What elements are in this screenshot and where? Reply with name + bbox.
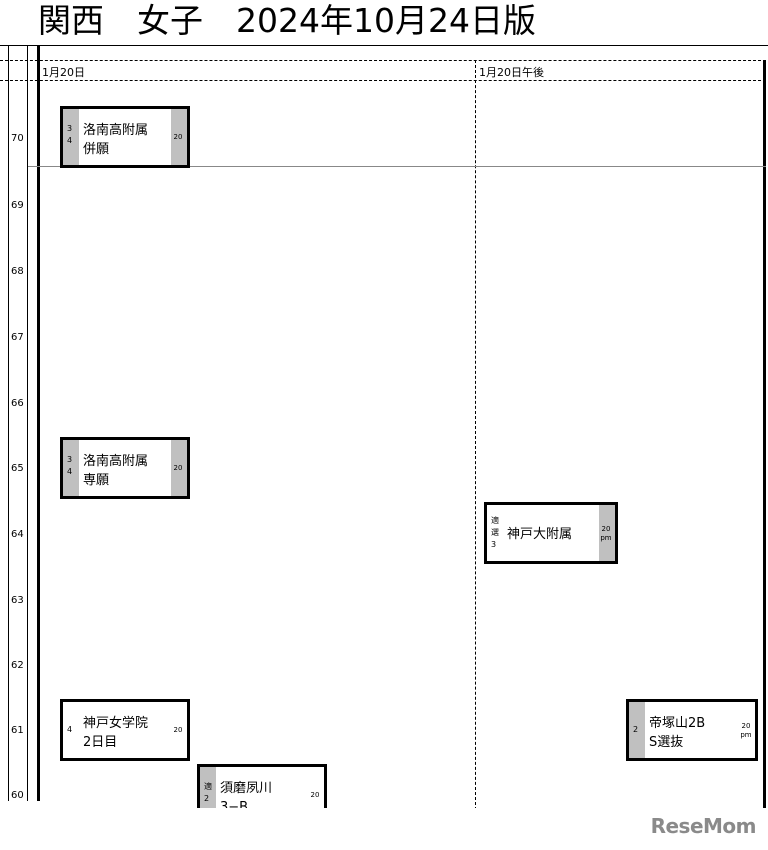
column-label-afternoon: 1月20日午後 (479, 66, 544, 79)
right-code-bar (171, 440, 187, 496)
school-name: 神戸大附属 (507, 527, 573, 542)
axis-tick: 65 (11, 463, 24, 474)
axis-tick: 66 (11, 398, 24, 409)
column-divider (475, 60, 476, 810)
bottom-margin (0, 808, 768, 850)
axis-tick: 69 (11, 200, 24, 211)
left-code-bar (629, 702, 645, 758)
chart-right-border (763, 60, 766, 810)
right-code-bar (599, 505, 615, 561)
left-code: 4 (67, 725, 73, 734)
right-code: 20 pm (600, 525, 612, 542)
right-code: 20 (173, 133, 183, 141)
header-rule (0, 45, 768, 46)
axis-tick: 61 (11, 725, 24, 736)
school-name: 帝塚山2B S選抜 (649, 716, 706, 750)
school-name: 洛南高附属 専願 (83, 454, 149, 488)
school-box-rakunan-heigan[interactable]: 3 4 洛南高附属 併願 20 (60, 106, 190, 168)
right-code: 20 (310, 791, 320, 799)
left-code: 3 4 (67, 124, 73, 145)
school-box-kobe-jogakuin[interactable]: 4 神戸女学院 2日目 20 (60, 699, 190, 761)
axis-tick: 60 (11, 790, 24, 801)
page-title: 関西 女子 2024年10月24日版 (38, 1, 536, 40)
resemom-logo: ReseMom (650, 814, 757, 838)
chart-left-border (37, 46, 40, 801)
axis-tick: 62 (11, 660, 24, 671)
left-code: 3 4 (67, 455, 73, 476)
left-code-bar (63, 440, 79, 496)
header-dash-top (0, 60, 766, 61)
right-code: 20 (173, 464, 183, 472)
axis-tick: 64 (11, 529, 24, 540)
header-dash-bottom (0, 80, 766, 81)
axis-left-border (8, 46, 9, 801)
left-code: 適 2 (204, 782, 212, 803)
grid-line (28, 166, 766, 167)
school-name: 神戸女学院 2日目 (83, 716, 149, 750)
left-code: 2 (633, 725, 639, 734)
left-code-bar (63, 109, 79, 165)
axis-tick: 68 (11, 266, 24, 277)
school-name: 洛南高附属 併願 (83, 123, 149, 157)
column-label-morning: 1月20日 (42, 66, 85, 79)
school-box-kobe-univ-attached[interactable]: 適 選 3 神戸大附属 20 pm (484, 502, 618, 564)
right-code-bar (171, 109, 187, 165)
axis-right-border (27, 46, 28, 801)
school-box-rakunan-sengan[interactable]: 3 4 洛南高附属 専願 20 (60, 437, 190, 499)
left-code: 適 選 3 (491, 516, 499, 549)
school-box-tezukayama[interactable]: 2 帝塚山2B S選抜 20 pm (626, 699, 758, 761)
axis-tick: 70 (11, 133, 24, 144)
axis-tick: 63 (11, 595, 24, 606)
right-code: 20 (173, 726, 183, 734)
right-code: 20 pm (740, 722, 752, 739)
axis-tick: 67 (11, 332, 24, 343)
